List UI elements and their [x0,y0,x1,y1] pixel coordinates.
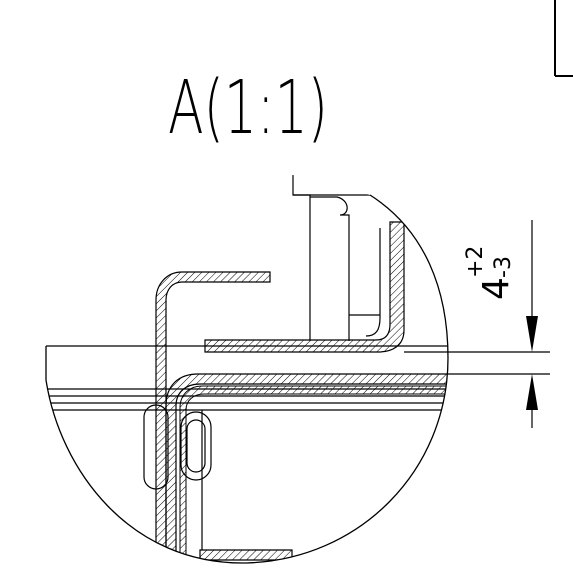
hatched-bracket-left [155,271,271,564]
hatched-sheet-right [204,221,405,353]
detail-boundary [45,194,449,564]
sheet-inner-line [365,228,381,337]
section-geometry [46,175,448,564]
view-title: A(1:1) [168,65,328,151]
title-frame-corner [554,0,573,77]
upper-bracket [292,175,380,341]
dimension-upper-tolerance: +2 [463,246,488,278]
dimension-label: 4 +2 -3 [463,246,517,300]
hatched-bottom-plate [199,549,293,561]
dimension-nominal: 4 [476,277,517,300]
hatched-sheet-inner [179,385,448,564]
dimension-arrows [526,316,538,410]
slot-outlines [143,404,212,490]
dimension-lower-tolerance: -3 [491,256,516,278]
hatched-sheet-lower [165,373,448,564]
